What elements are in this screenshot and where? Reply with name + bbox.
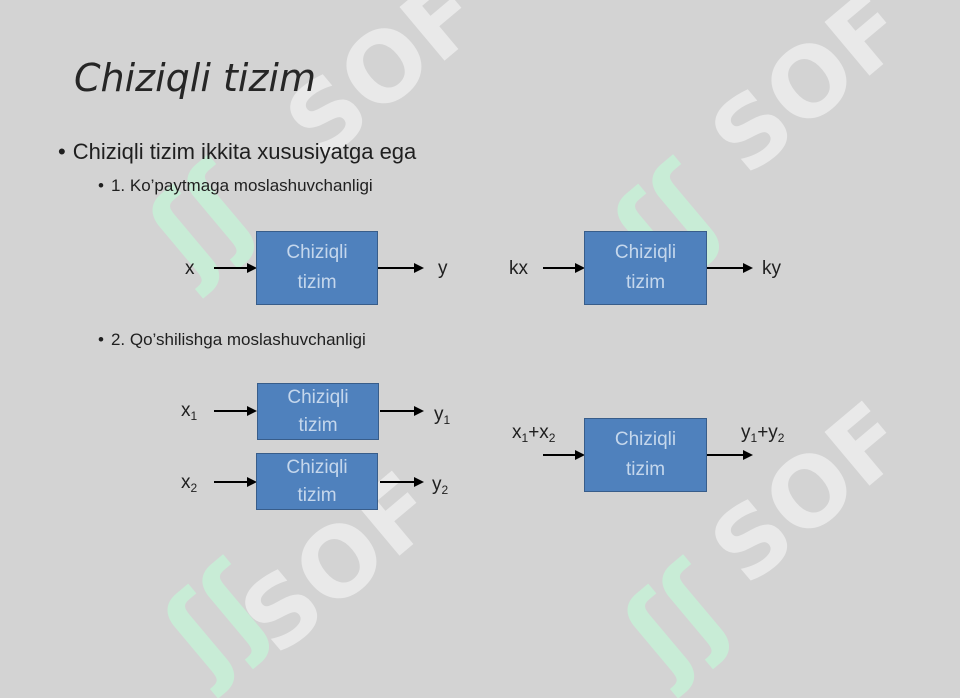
d4-output-label: y2 xyxy=(432,474,448,497)
d1-input-label: x xyxy=(185,258,195,279)
d3-output-sub: 1 xyxy=(443,413,451,427)
box-line1: Chiziqli xyxy=(286,242,348,263)
d5-output-a-sub: 1 xyxy=(750,431,758,445)
box-line2: tizim xyxy=(625,272,666,293)
slide-title: Chiziqli tizim xyxy=(74,56,316,100)
bullet-main: •Chiziqli tizim ikkita xususiyatga ega xyxy=(58,139,416,165)
d5-plus-out: + xyxy=(757,422,769,443)
d5-system-box: Chiziqli tizim xyxy=(584,418,707,492)
bullet-dot: • xyxy=(58,139,66,164)
d5-output-label: y1+y2 xyxy=(741,422,784,445)
d5-output-b: y xyxy=(768,422,778,443)
d2-input-label: kx xyxy=(509,258,528,279)
d5-input-a: x xyxy=(512,422,522,443)
d4-output-sub: 2 xyxy=(441,483,449,497)
box-line2: tizim xyxy=(298,414,338,436)
d5-output-a: y xyxy=(741,422,751,443)
bullet-dot: • xyxy=(98,176,104,195)
d5-output-b-sub: 2 xyxy=(777,431,785,445)
bullet-dot: • xyxy=(98,330,104,349)
d3-input-var: x xyxy=(181,400,191,421)
box-line1: Chiziqli xyxy=(614,429,677,450)
bullet-property-1: • 1. Ko’paytmaga moslashuvchanligi xyxy=(98,176,373,196)
d5-input-b: x xyxy=(539,422,549,443)
d4-input-label: x2 xyxy=(181,472,197,495)
bullet-main-text: Chiziqli tizim ikkita xususiyatga ega xyxy=(72,139,417,164)
d5-input-a-sub: 1 xyxy=(521,431,529,445)
bullet-property-2: • 2. Qo’shilishga moslashuvchanligi xyxy=(98,330,366,350)
d4-input-sub: 2 xyxy=(190,481,198,495)
d2-system-box: Chiziqli tizim xyxy=(584,231,707,305)
d3-input-label: x1 xyxy=(181,400,197,423)
box-line1: Chiziqli xyxy=(614,242,677,263)
d4-input-var: x xyxy=(181,472,191,493)
d4-system-box: Chiziqli tizim xyxy=(256,453,378,510)
d3-input-sub: 1 xyxy=(190,409,198,423)
box-line1: Chiziqli xyxy=(286,456,348,478)
d5-input-label: x1+x2 xyxy=(512,422,555,445)
bullet-property-2-text: 2. Qo’shilishga moslashuvchanligi xyxy=(110,330,366,349)
d1-output-label: y xyxy=(438,258,448,279)
d5-input-b-sub: 2 xyxy=(548,431,556,445)
d3-system-box: Chiziqli tizim xyxy=(257,383,379,440)
bullet-property-1-text: 1. Ko’paytmaga moslashuvchanligi xyxy=(110,176,373,195)
arrows-layer xyxy=(214,263,753,487)
box-line2: tizim xyxy=(297,272,337,293)
d5-plus: + xyxy=(528,422,540,443)
box-line2: tizim xyxy=(297,484,337,506)
d1-system-box: Chiziqli tizim xyxy=(256,231,378,305)
d2-output-label: ky xyxy=(762,258,781,279)
box-line1: Chiziqli xyxy=(287,386,349,408)
d4-output-var: y xyxy=(432,474,442,495)
box-line2: tizim xyxy=(625,459,666,480)
d3-output-label: y1 xyxy=(434,404,450,427)
d3-output-var: y xyxy=(434,404,444,425)
